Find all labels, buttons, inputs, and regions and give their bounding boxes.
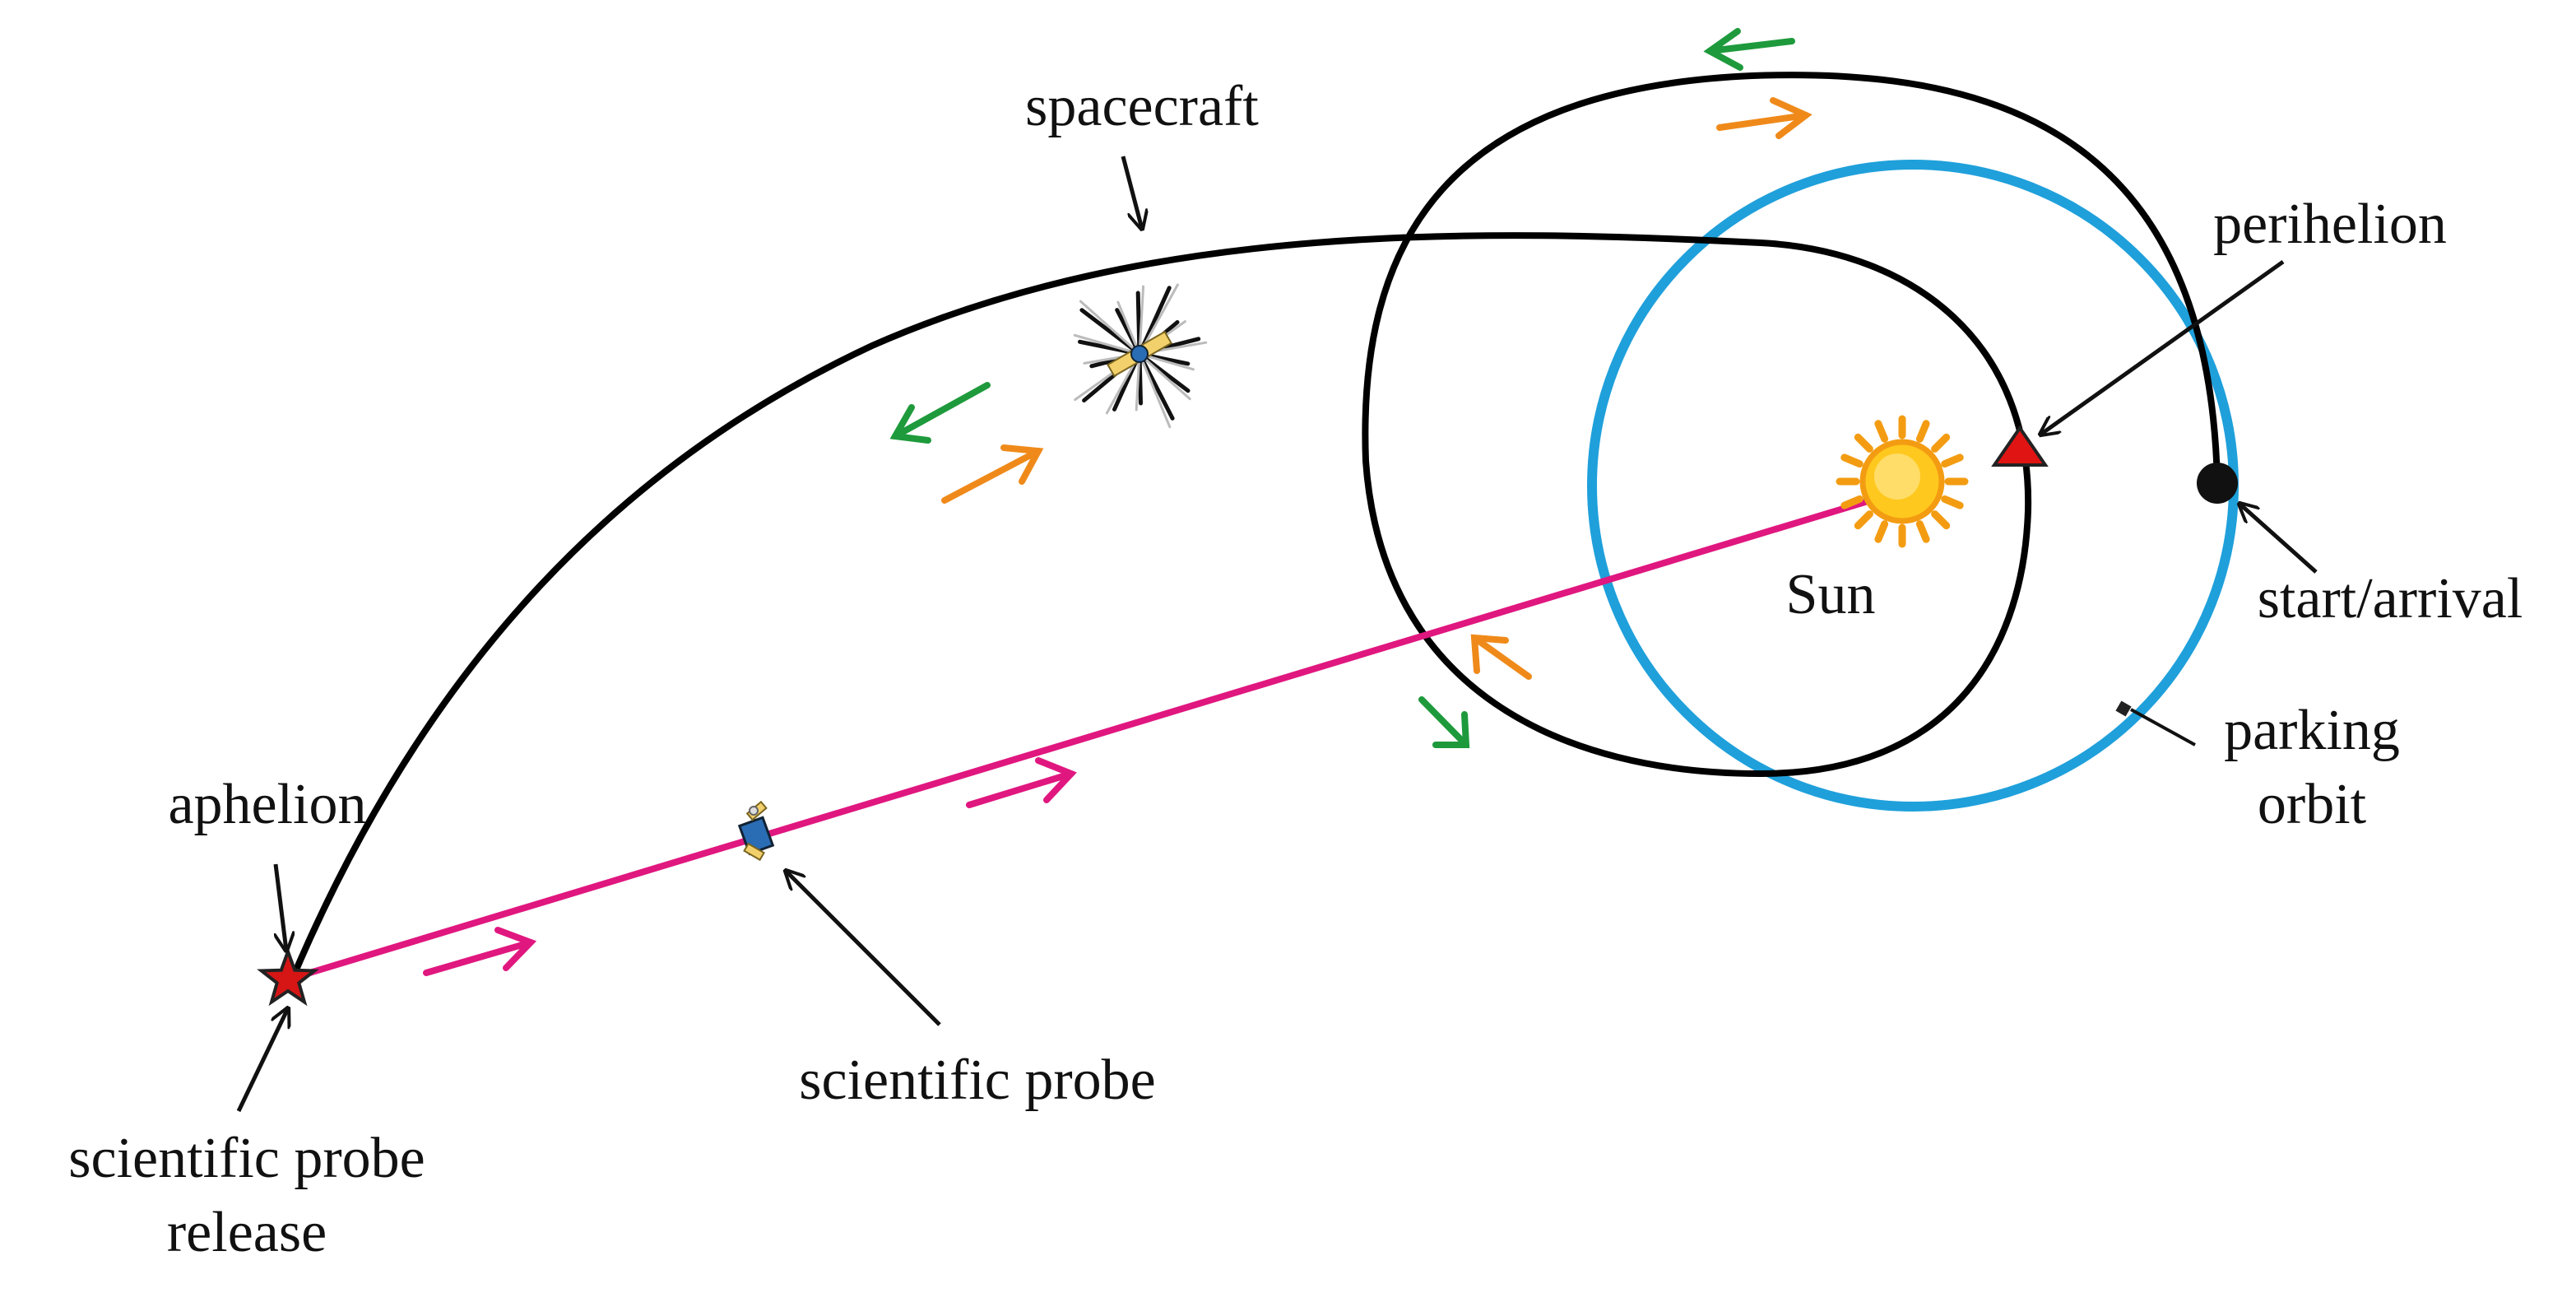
sun-ray [1941,453,1964,468]
spacecraft-ray-shadow [1135,352,1141,412]
outbound-arrow-1 [941,444,1044,504]
label-parking-orbit-1: parking [2224,699,2400,762]
sun-ray [1854,433,1873,453]
return-arrow-3 [1703,28,1795,71]
return-arrow-1 [889,382,991,444]
pointer-parking-orbit [2130,708,2196,746]
sun-ray [1874,420,1889,443]
label-pointers [236,156,2318,1113]
label-probe-release-2: release [167,1201,327,1264]
outbound-arrow-2 [1470,634,1532,680]
spacecraft-ray-shadow [1138,285,1145,356]
label-sun: Sun [1786,563,1876,626]
probe-trajectory [286,491,1894,983]
sun-ray [1931,433,1951,453]
pointer-aphelion [273,863,286,951]
label-perihelion: perihelion [2213,193,2447,256]
spacecraft-ray-shadow [1138,352,1191,401]
pointer-scientific-probe [786,871,941,1026]
sun-ray [1854,510,1873,530]
spacecraft-icon [1073,283,1208,429]
label-start-arrival: start/arrival [2258,567,2523,630]
sun-ray [1941,495,1964,509]
perihelion-marker [1991,425,2049,467]
pointer-probe-release [236,1008,288,1113]
sun-rays [1836,415,1969,548]
probe-icon [737,800,775,862]
label-probe-release-1: scientific probe [68,1127,425,1190]
probe-arrow-1 [423,927,537,976]
sun-ray [1840,495,1864,509]
sun-ray [1915,520,1930,543]
return-direction-arrows [889,28,1795,748]
label-spacecraft: spacecraft [1025,75,1259,138]
sun-ray [1931,510,1951,530]
spacecraft-ray-shadow [1138,352,1172,429]
spacecraft-trajectory [289,72,2221,981]
spacecraft-ray-shadow [1073,333,1141,356]
spacecraft-ray-shadow [1116,300,1141,356]
spacecraft-ray-shadow [1079,300,1141,356]
sun-ray [1915,420,1930,443]
pointer-start-arrival [2239,504,2318,574]
start-arrival-marker [2197,463,2238,504]
label-parking-orbit-2: orbit [2258,773,2367,836]
probe-direction-arrows [423,757,1077,976]
sun-ray [1874,520,1889,543]
parking-orbit-tick [2115,700,2132,717]
return-arrow-2 [1418,696,1470,748]
pointer-perihelion [2040,259,2285,435]
sun-ray [1840,453,1864,468]
label-scientific-probe: scientific probe [799,1049,1155,1112]
aphelion-star-marker [257,946,319,1007]
pointer-spacecraft [1121,156,1142,229]
sun-icon [1836,415,1969,548]
outbound-direction-arrows [941,97,1812,680]
outbound-arrow-3 [1716,97,1812,139]
probe-arrow-2 [966,757,1077,808]
label-aphelion: aphelion [168,773,366,836]
